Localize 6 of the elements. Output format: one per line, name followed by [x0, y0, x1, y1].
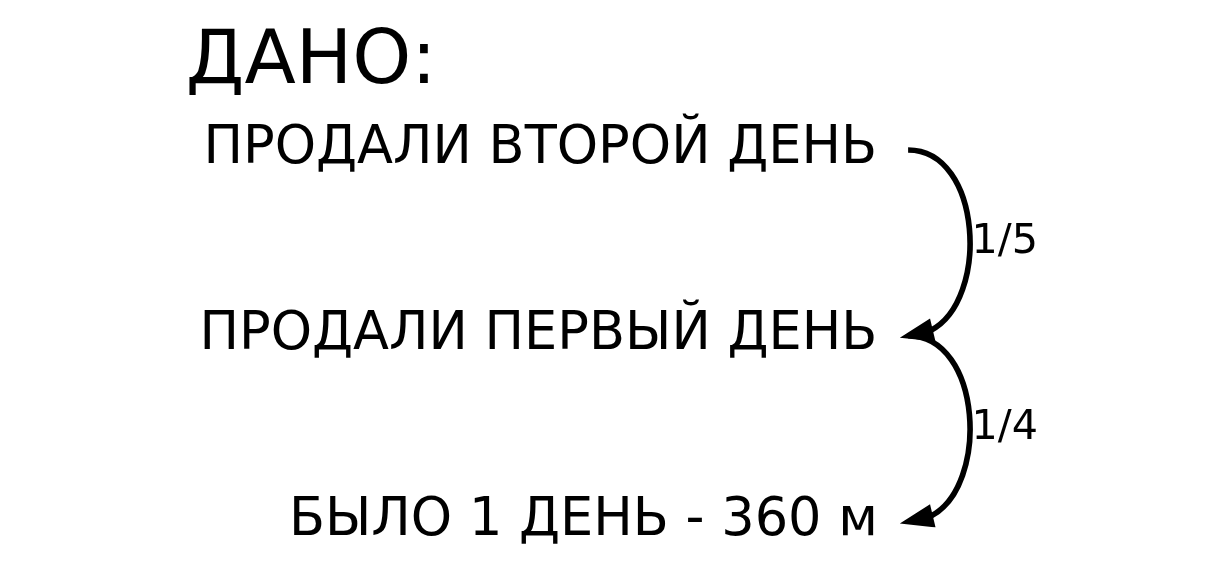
- edge-label: 1/4: [971, 401, 1038, 450]
- node-text: БЫЛО 1 ДЕНЬ - 360 м: [288, 485, 878, 547]
- edge-label: 1/5: [971, 215, 1038, 264]
- diagram-title: ДАНО:: [185, 13, 437, 102]
- node-text: ПРОДАЛИ ПЕРВЫЙ ДЕНЬ: [199, 299, 877, 361]
- node-text: ПРОДАЛИ ВТОРОЙ ДЕНЬ: [203, 113, 877, 175]
